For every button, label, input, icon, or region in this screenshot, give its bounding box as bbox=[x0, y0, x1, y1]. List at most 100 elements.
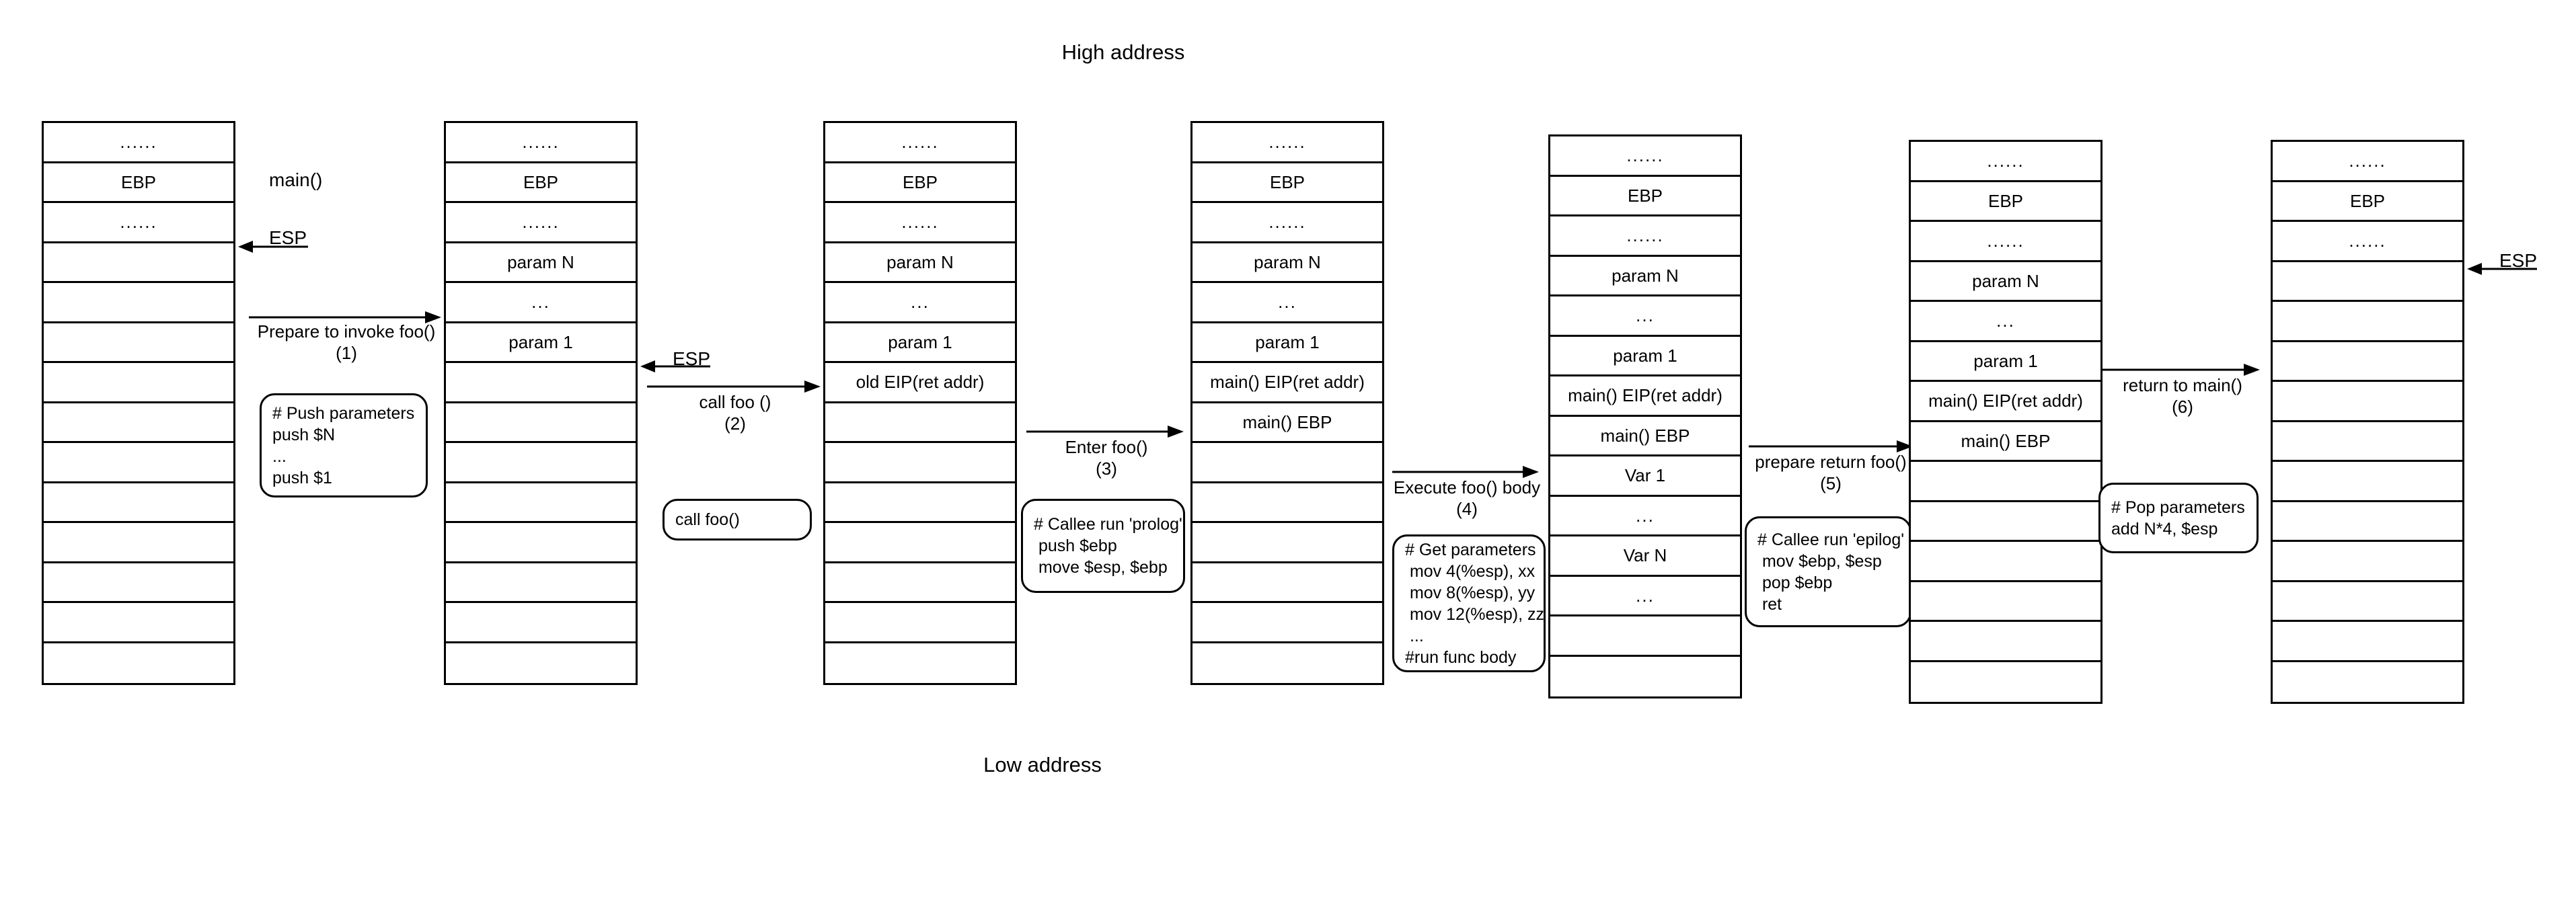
callout-callee-prolog: # Callee run 'prolog' push $ebp move $es… bbox=[1021, 499, 1185, 593]
callout-call-foo: call foo() bbox=[662, 499, 812, 540]
transition-2-text: call foo () bbox=[699, 392, 771, 412]
stack-cell: param 1 bbox=[1192, 323, 1382, 363]
stack-cell: EBP bbox=[1911, 182, 2100, 222]
stack-cell bbox=[2273, 382, 2462, 422]
stack-cell bbox=[44, 243, 233, 283]
transition-arrow-5 bbox=[1749, 440, 1913, 452]
stack-cell: EBP bbox=[1192, 163, 1382, 203]
stack-column-1: ......EBP...... bbox=[42, 121, 235, 685]
stack-cell bbox=[2273, 662, 2462, 703]
stack-cell: ...... bbox=[825, 123, 1015, 163]
transition-arrow-4 bbox=[1392, 466, 1539, 478]
stack-cell bbox=[825, 643, 1015, 684]
stack-cell: param N bbox=[825, 243, 1015, 283]
stack-cell bbox=[1192, 523, 1382, 563]
stack-cell bbox=[1550, 616, 1740, 657]
callout-callee-epilog: # Callee run 'epilog' mov $ebp, $esp pop… bbox=[1745, 516, 1911, 627]
stack-cell bbox=[44, 283, 233, 323]
esp-pointer-arrow-3 bbox=[2467, 263, 2537, 275]
stack-cell: param 1 bbox=[825, 323, 1015, 363]
transition-4-step: (4) bbox=[1456, 498, 1478, 519]
stack-cell bbox=[1911, 622, 2100, 662]
transition-arrow-2 bbox=[647, 381, 821, 393]
stack-cell: ... bbox=[1911, 302, 2100, 342]
transition-arrow-6 bbox=[2103, 364, 2260, 376]
stack-cell bbox=[1911, 582, 2100, 622]
stack-cell bbox=[44, 403, 233, 443]
stack-cell bbox=[446, 563, 636, 603]
stack-cell: param N bbox=[1550, 257, 1740, 296]
stack-cell: EBP bbox=[446, 163, 636, 203]
stack-cell bbox=[825, 523, 1015, 563]
transition-caption-3: Enter foo()(3) bbox=[1026, 437, 1186, 479]
stack-cell: ... bbox=[446, 283, 636, 323]
stack-cell: ... bbox=[1550, 577, 1740, 616]
stack-cell bbox=[1911, 502, 2100, 542]
transition-caption-6: return to main()(6) bbox=[2103, 375, 2263, 417]
transition-caption-4: Execute foo() body(4) bbox=[1387, 477, 1547, 520]
stack-cell: Var 1 bbox=[1550, 456, 1740, 497]
callout-pop-parameters: # Pop parameters add N*4, $esp bbox=[2098, 483, 2259, 553]
stack-cell bbox=[825, 483, 1015, 523]
stack-cell: ... bbox=[825, 283, 1015, 323]
transition-6-step: (6) bbox=[2172, 396, 2193, 417]
transition-1-text: Prepare to invoke foo() bbox=[257, 321, 436, 342]
transition-1-step: (1) bbox=[336, 342, 357, 363]
stack-cell bbox=[825, 443, 1015, 483]
transition-4-text: Execute foo() body bbox=[1393, 477, 1541, 497]
stack-cell: main() EBP bbox=[1911, 422, 2100, 462]
stack-cell bbox=[825, 563, 1015, 603]
stack-cell: ...... bbox=[446, 203, 636, 243]
stack-cell bbox=[446, 603, 636, 643]
stack-cell bbox=[1192, 563, 1382, 603]
transition-3-step: (3) bbox=[1096, 458, 1117, 479]
transition-5-step: (5) bbox=[1820, 473, 1842, 493]
esp-label-1: ESP bbox=[269, 227, 307, 248]
stack-cell bbox=[44, 483, 233, 523]
stack-cell bbox=[44, 443, 233, 483]
stack-cell bbox=[1192, 643, 1382, 684]
stack-cell bbox=[446, 363, 636, 403]
esp-label-3: ESP bbox=[2499, 250, 2538, 271]
stack-cell bbox=[1550, 657, 1740, 697]
stack-cell bbox=[446, 403, 636, 443]
stack-cell: main() EBP bbox=[1550, 417, 1740, 456]
stack-cell: EBP bbox=[1550, 177, 1740, 216]
stack-cell: EBP bbox=[44, 163, 233, 203]
stack-cell: ...... bbox=[446, 123, 636, 163]
stack-cell bbox=[2273, 542, 2462, 582]
stack-cell bbox=[1192, 443, 1382, 483]
stack-cell: ... bbox=[1550, 497, 1740, 536]
stack-cell: ...... bbox=[44, 203, 233, 243]
stack-column-2: ......EBP......param N...param 1 bbox=[444, 121, 638, 685]
stack-cell: param N bbox=[446, 243, 636, 283]
callout-get-parameters: # Get parameters mov 4(%esp), xx mov 8(%… bbox=[1392, 534, 1546, 672]
stack-cell bbox=[2273, 342, 2462, 382]
stack-cell: EBP bbox=[825, 163, 1015, 203]
stack-cell: param 1 bbox=[1911, 342, 2100, 382]
esp-label-2: ESP bbox=[673, 348, 711, 369]
stack-cell: ... bbox=[1550, 296, 1740, 337]
transition-caption-1: Prepare to invoke foo()(1) bbox=[235, 321, 457, 364]
stack-cell bbox=[44, 603, 233, 643]
stack-cell: ...... bbox=[1192, 123, 1382, 163]
stack-cell bbox=[1911, 662, 2100, 703]
transition-arrow-3 bbox=[1026, 426, 1184, 438]
stack-cell bbox=[446, 643, 636, 684]
transition-3-text: Enter foo() bbox=[1065, 437, 1148, 457]
stack-cell: ...... bbox=[825, 203, 1015, 243]
stack-cell bbox=[44, 323, 233, 363]
transition-6-text: return to main() bbox=[2123, 375, 2242, 395]
stack-cell bbox=[2273, 262, 2462, 302]
stack-column-7: ......EBP...... bbox=[2271, 140, 2464, 704]
stack-cell bbox=[1192, 603, 1382, 643]
callout-push-parameters: # Push parameters push $N ... push $1 bbox=[260, 393, 428, 497]
low-address-label: Low address bbox=[983, 753, 1102, 776]
stack-cell bbox=[446, 443, 636, 483]
transition-2-step: (2) bbox=[724, 413, 746, 434]
stack-cell bbox=[44, 523, 233, 563]
stack-cell: ...... bbox=[1550, 216, 1740, 257]
